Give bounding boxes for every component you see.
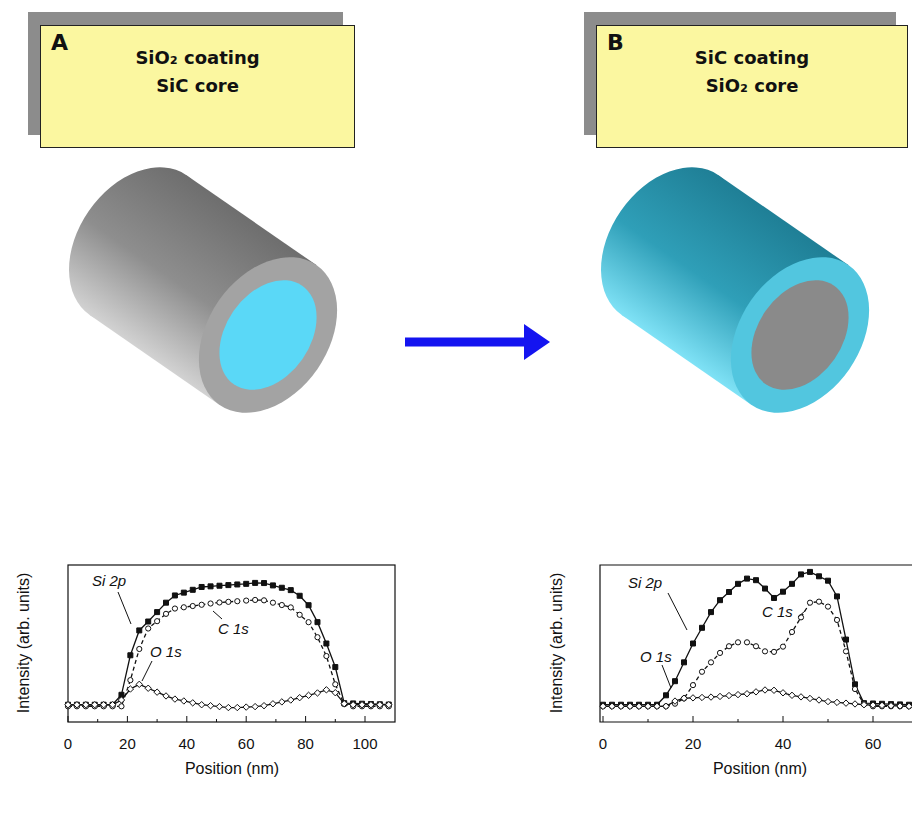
curve-label: C 1s xyxy=(762,603,793,620)
plot-frame xyxy=(600,565,912,722)
curve-label: O 1s xyxy=(640,648,672,665)
tick-label: 0 xyxy=(599,735,607,752)
tick-label: 20 xyxy=(685,735,702,752)
axis-title: Position (nm) xyxy=(713,760,807,778)
tick-label: 40 xyxy=(775,735,792,752)
axis-ticks xyxy=(68,716,873,722)
tick-label: 60 xyxy=(865,735,882,752)
panel-letter: B xyxy=(607,30,624,55)
box-text: SiO₂ coating xyxy=(41,44,354,72)
tick-label: 100 xyxy=(352,735,377,752)
tick-label: 20 xyxy=(119,735,136,752)
tick-label: 80 xyxy=(297,735,314,752)
curve-label: C 1s xyxy=(218,620,249,637)
curve-label: Si 2p xyxy=(628,574,662,591)
box-text: SiC core xyxy=(41,72,354,100)
box-text: SiC coating xyxy=(597,44,907,72)
label-box: BSiC coatingSiO₂ core xyxy=(596,25,908,148)
transform-arrow xyxy=(405,324,550,360)
curve-label: O 1s xyxy=(150,643,182,660)
axis-title: Intensity (arb. units) xyxy=(15,573,33,714)
cylinder-b xyxy=(572,141,897,439)
curve-label: Si 2p xyxy=(92,572,126,589)
cylinder-a xyxy=(40,141,365,439)
curves xyxy=(65,569,912,710)
axis-title: Position (nm) xyxy=(185,760,279,778)
leader-lines xyxy=(118,592,805,688)
tick-label: 0 xyxy=(64,735,72,752)
axis-title: Intensity (arb. units) xyxy=(548,573,566,714)
box-text: SiO₂ core xyxy=(597,72,907,100)
tick-label: 60 xyxy=(238,735,255,752)
label-box: ASiO₂ coatingSiC core xyxy=(40,25,355,148)
panel-letter: A xyxy=(51,30,68,55)
tick-label: 40 xyxy=(178,735,195,752)
plot-frame xyxy=(68,565,395,722)
